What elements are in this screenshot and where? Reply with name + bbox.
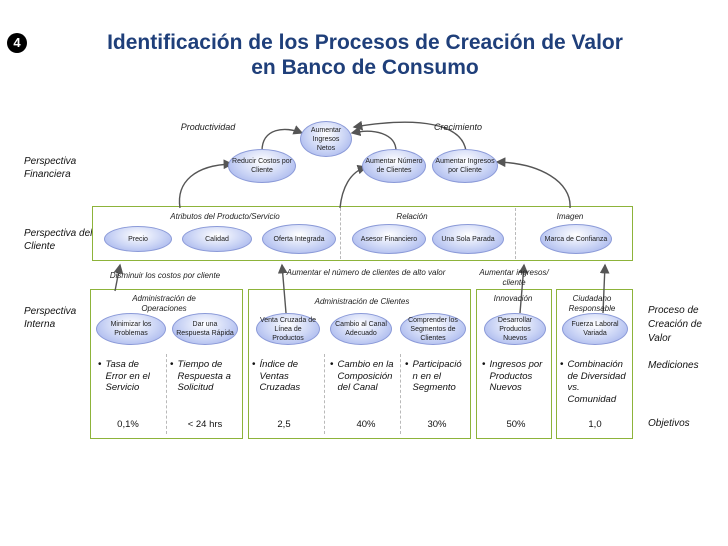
node-venta-cruzada: Venta Cruzada de Línea de Productos bbox=[256, 313, 320, 345]
measure-tiempo-respuesta: •Tiempo de Respuesta a Solicitud bbox=[170, 359, 231, 393]
node-marca-confianza: Marca de Confianza bbox=[540, 224, 612, 254]
customer-divider-1 bbox=[340, 208, 341, 259]
label-mediciones: Mediciones bbox=[648, 360, 699, 371]
perspective-interna: Perspectiva Interna bbox=[24, 306, 77, 330]
measure-ingresos-nuevos: •Ingresos por Productos Nuevos bbox=[482, 359, 543, 393]
node-desarrollar-productos: Desarrollar Productos Nuevos bbox=[484, 313, 546, 345]
target-7: 1,0 bbox=[588, 419, 602, 430]
page-title: Identificación de los Procesos de Creaci… bbox=[40, 30, 690, 80]
target-2: < 24 hrs bbox=[187, 419, 223, 430]
ops-divider bbox=[166, 354, 167, 434]
label-ciudadano-responsable: Ciudadano Responsable bbox=[568, 294, 616, 313]
measure-participacion: •Participació n en el Segmento bbox=[405, 359, 462, 393]
node-calidad: Calidad bbox=[182, 226, 252, 252]
label-relacion: Relación bbox=[396, 212, 428, 221]
perspective-cliente: Perspectiva del Cliente bbox=[24, 228, 93, 252]
title-line-1: Identificación de los Procesos de Creaci… bbox=[107, 31, 623, 54]
label-imagen: Imagen bbox=[556, 212, 584, 221]
label-objetivos: Objetivos bbox=[648, 418, 690, 429]
target-1: 0,1% bbox=[117, 419, 139, 430]
node-asesor-financiero: Asesor Financiero bbox=[352, 224, 426, 254]
node-comprender-segmentos: Comprender los Segmentos de Clientes bbox=[400, 313, 466, 345]
node-fuerza-laboral: Fuerza Laboral Variada bbox=[562, 313, 628, 345]
measure-indice-ventas: •Índice de Ventas Cruzadas bbox=[252, 359, 301, 393]
perspective-financiera: Perspectiva Financiera bbox=[24, 156, 77, 180]
target-4: 40% bbox=[356, 419, 376, 430]
clients-divider-2 bbox=[400, 354, 401, 434]
customer-divider-2 bbox=[515, 208, 516, 259]
step-badge: 4 bbox=[7, 33, 27, 53]
measure-combinacion-diversidad: •Combinación de Diversidad vs. Comunidad bbox=[560, 359, 626, 405]
label-crecimiento: Crecimiento bbox=[433, 122, 482, 132]
internal-box-innovacion bbox=[476, 289, 552, 439]
node-reducir-costos: Reducir Costos por Cliente bbox=[228, 149, 296, 183]
title-line-2: en Banco de Consumo bbox=[251, 56, 479, 79]
clients-divider-1 bbox=[324, 354, 325, 434]
label-administracion-operaciones: Administración de Operaciones bbox=[132, 294, 196, 313]
target-3: 2,5 bbox=[277, 419, 291, 430]
node-oferta-integrada: Oferta Integrada bbox=[262, 224, 336, 254]
label-administracion-clientes: Administración de Clientes bbox=[314, 297, 410, 306]
node-una-sola-parada: Una Sola Parada bbox=[432, 224, 504, 254]
node-aumentar-numero-clientes: Aumentar Número de Clientes bbox=[362, 149, 426, 183]
node-cambio-canal: Cambio al Canal Adecuado bbox=[330, 313, 392, 345]
measure-tasa-error: •Tasa de Error en el Servicio bbox=[98, 359, 150, 393]
node-minimizar-problemas: Minimizar los Problemas bbox=[96, 313, 166, 345]
label-aumentar-numero: Aumentar el número de clientes de alto v… bbox=[286, 268, 446, 277]
label-productividad: Productividad bbox=[180, 122, 236, 132]
measure-cambio-composicion: •Cambio en la Composición del Canal bbox=[330, 359, 394, 393]
label-disminuir-costos: Disminuir los costos por cliente bbox=[109, 271, 221, 280]
node-precio: Precio bbox=[104, 226, 172, 252]
node-respuesta-rapida: Dar una Respuesta Rápida bbox=[172, 313, 238, 345]
label-proceso: Proceso de Creación de Valor bbox=[648, 305, 702, 344]
label-aumentar-ingresos: Aumentar ingresos/ cliente bbox=[479, 268, 549, 287]
node-aumentar-ingresos-netos: Aumentar Ingresos Netos bbox=[300, 121, 352, 157]
label-innovacion: Innovación bbox=[493, 294, 533, 303]
node-aumentar-ingresos-cliente: Aumentar Ingresos por Cliente bbox=[432, 149, 498, 183]
target-6: 50% bbox=[506, 419, 526, 430]
label-atributos: Atributos del Producto/Servicio bbox=[170, 212, 280, 221]
target-5: 30% bbox=[427, 419, 447, 430]
